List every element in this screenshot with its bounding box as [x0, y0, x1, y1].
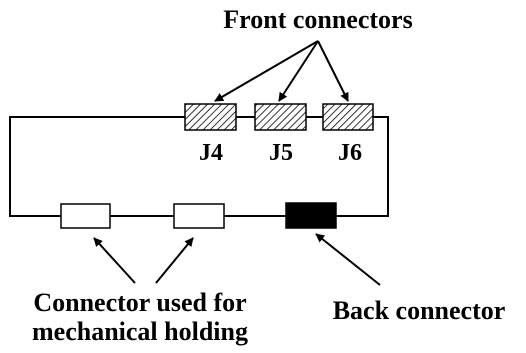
- arrow-to-holding-right: [155, 237, 194, 284]
- front-connector-j4: [184, 103, 237, 131]
- front-connector-j5: [254, 103, 307, 131]
- arrow-to-j5: [278, 40, 319, 102]
- arrow-to-back-connector: [315, 233, 381, 286]
- holding-connector-right: [173, 203, 225, 229]
- j6-label: J6: [338, 140, 362, 166]
- back-connector-block: [285, 202, 337, 229]
- holding-label-line1: Connector used for: [33, 288, 246, 317]
- arrow-to-j6: [317, 40, 349, 102]
- front-connectors-label: Front connectors: [223, 5, 412, 34]
- back-connector-label: Back connector: [333, 296, 506, 325]
- arrow-to-j4: [214, 40, 319, 102]
- board-outline: [9, 116, 389, 217]
- holding-connector-left: [60, 203, 111, 229]
- front-connector-j6: [322, 103, 374, 131]
- j5-label: J5: [269, 140, 293, 166]
- holding-label-line2: mechanical holding: [32, 317, 248, 346]
- j4-label: J4: [199, 140, 223, 166]
- arrow-to-holding-left: [93, 237, 136, 284]
